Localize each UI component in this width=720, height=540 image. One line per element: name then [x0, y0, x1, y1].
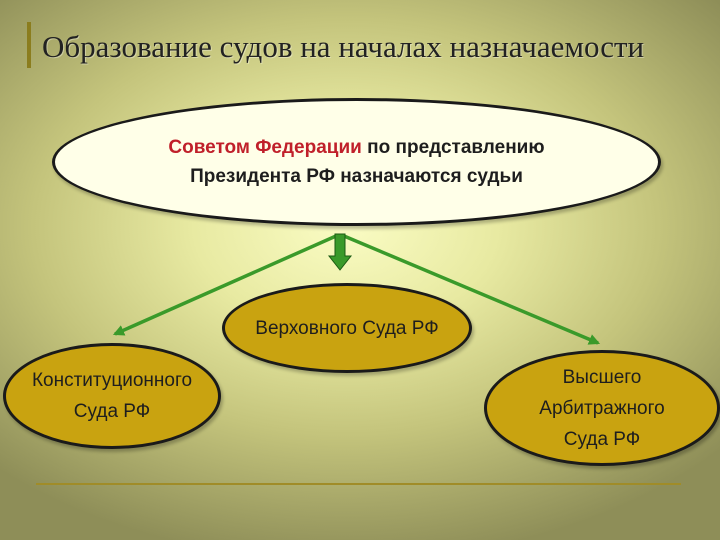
slide-title: Образование судов на началах назначаемос… — [42, 29, 645, 64]
appointing-body-text: Советом Федерации по представлению Прези… — [168, 133, 544, 191]
supreme-court-label: Верховного Суда РФ — [255, 317, 439, 339]
footer-divider — [36, 483, 681, 485]
federation-council-text: Советом Федерации — [168, 137, 362, 158]
arbitration-court-line2: Арбитражного — [539, 397, 665, 419]
arrow-to-arbitration — [343, 234, 601, 345]
main-line1-rest: по представлению — [361, 137, 545, 158]
arbitration-court-node: Высшего Арбитражного Суда РФ — [484, 350, 720, 466]
title-accent-bar — [27, 22, 31, 68]
arbitration-court-line1: Высшего — [562, 366, 642, 388]
arrow-to-constitutional — [112, 234, 337, 336]
arrow-to-supreme — [327, 233, 353, 271]
appointing-body-node: Советом Федерации по представлению Прези… — [52, 98, 661, 226]
supreme-court-node: Верховного Суда РФ — [222, 283, 472, 373]
constitutional-court-line1: Конституционного — [31, 370, 193, 391]
constitutional-court-line2: Суда РФ — [73, 401, 151, 422]
arbitration-court-line3: Суда РФ — [563, 428, 641, 450]
constitutional-court-node: Конституционного Суда РФ — [3, 343, 221, 449]
main-line2: Президента РФ назначаются судьи — [190, 166, 523, 187]
